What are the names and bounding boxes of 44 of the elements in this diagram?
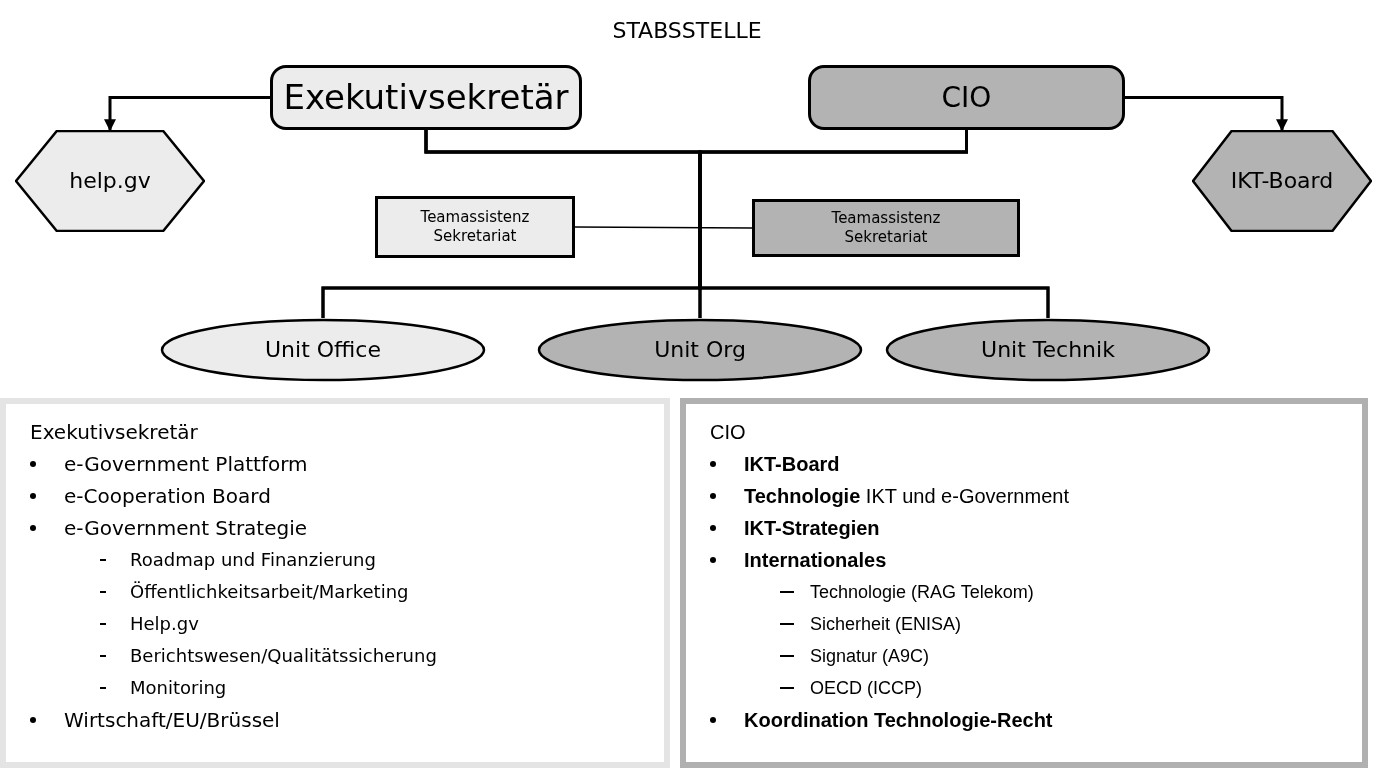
list-item: Öffentlichkeitsarbeit/Marketing [130, 580, 409, 604]
list-item: IKT-Strategien [744, 516, 880, 541]
list-item: Koordination Technologie-Recht [744, 708, 1053, 733]
node-label: Teamassistenz Sekretariat [830, 209, 942, 247]
connector-line [574, 226, 753, 229]
arrow [104, 96, 270, 132]
list-item: Technologie IKT und e-Government [744, 484, 1069, 509]
role-box [808, 65, 1125, 130]
node-label: Teamassistenz Sekretariat [419, 208, 531, 246]
node-label: Unit Org [654, 336, 746, 364]
list-item: Internationales [744, 548, 887, 573]
node-label: help.gv [69, 167, 151, 195]
assistant-box [752, 199, 1020, 257]
panel-heading: Exekutivsekretär [30, 419, 198, 446]
info-panel [680, 398, 1368, 768]
list-item: IKT-Board [744, 452, 840, 477]
node-label: Unit Technik [981, 336, 1115, 364]
list-item: Signatur (A9C) [810, 645, 930, 668]
diagram-title: STABSSTELLE [611, 17, 763, 45]
hexagon-node [15, 130, 205, 232]
list-item: Roadmap und Finanzierung [130, 548, 376, 572]
list-item: Technologie (RAG Telekom) [810, 581, 1034, 604]
list-item: Berichtswesen/Qualitätssicherung [130, 644, 437, 668]
list-item: e-Cooperation Board [64, 483, 271, 510]
list-item: Help.gv [130, 612, 199, 636]
node-label: Unit Office [265, 336, 381, 364]
info-panel [0, 398, 670, 768]
arrow [1125, 96, 1288, 132]
node-label: CIO [941, 80, 992, 115]
unit-ellipse [537, 318, 863, 382]
panel-heading: CIO [710, 420, 746, 445]
node-label: Exekutivsekretär [283, 76, 569, 119]
hexagon-node [1192, 130, 1372, 232]
role-box [270, 65, 582, 130]
list-item: e-Government Strategie [64, 515, 308, 542]
unit-ellipse [885, 318, 1211, 382]
unit-ellipse [160, 318, 486, 382]
list-item: Sicherheit (ENISA) [810, 613, 962, 636]
list-item: Wirtschaft/EU/Brüssel [64, 707, 280, 734]
node-label: IKT-Board [1230, 167, 1334, 195]
assistant-box [375, 196, 575, 258]
list-item: e-Government Plattform [64, 451, 308, 478]
list-item: OECD (ICCP) [810, 677, 922, 700]
list-item: Monitoring [130, 676, 227, 700]
